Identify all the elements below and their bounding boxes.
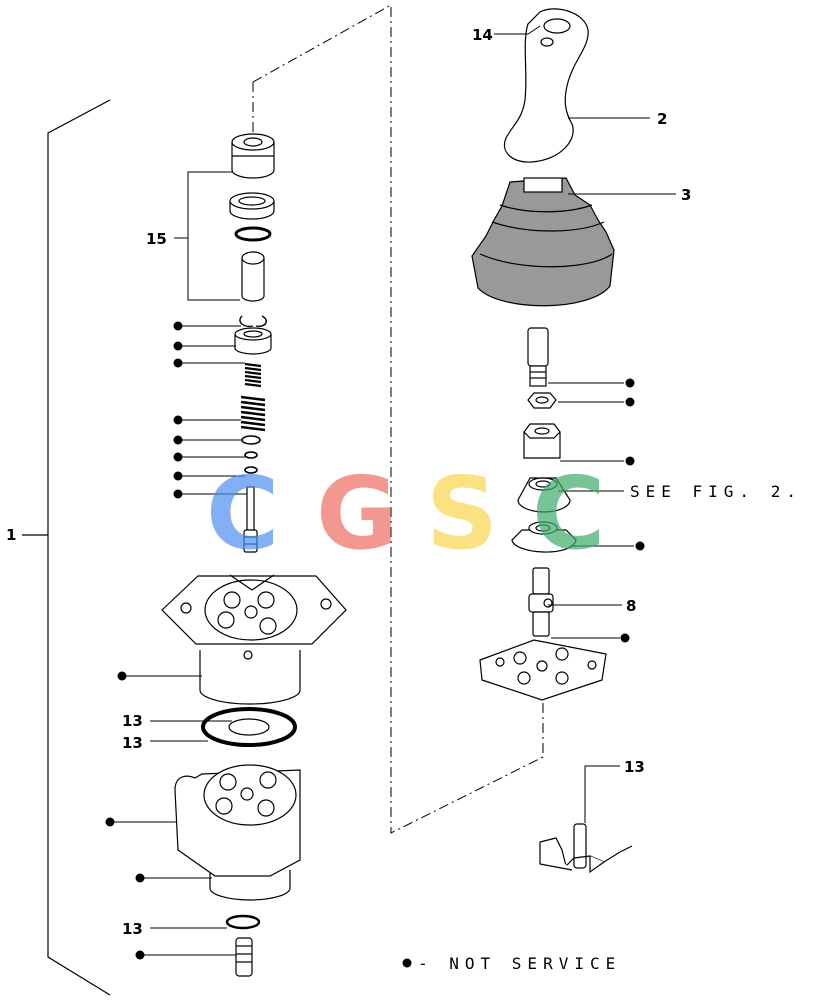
callout-13-a: 13 (122, 712, 143, 730)
valve-body-part (174, 764, 301, 901)
not-service-bullets (105, 321, 645, 960)
bracket-15 (174, 171, 240, 301)
fitting-part (235, 937, 253, 977)
spring-seat-part (234, 327, 272, 355)
coupler-part (523, 423, 561, 459)
small-spring-part (244, 362, 262, 388)
universal-joint-part (528, 567, 554, 637)
watermark-letter-2: G (316, 455, 398, 572)
threaded-pin-part (527, 327, 549, 387)
callout-15: 15 (146, 230, 167, 248)
centerline-dash (252, 4, 544, 834)
pin-tool-part (539, 823, 633, 874)
top-cap-part (231, 133, 275, 179)
seal-ring-part (229, 192, 275, 220)
callout-13-d: 13 (122, 920, 143, 938)
plunger-part (241, 251, 265, 302)
plate-cone-part (511, 521, 577, 553)
valve-plate-part (161, 574, 347, 705)
callout-2: 2 (657, 110, 667, 128)
watermark-letter-1: C (206, 455, 279, 572)
cam-cone-part (517, 477, 571, 513)
watermark-letter-3: S (426, 455, 498, 572)
push-rod-part (243, 486, 258, 553)
joystick-handle-part (503, 8, 589, 163)
callout-14: 14 (472, 26, 493, 44)
callout-1: 1 (6, 526, 16, 544)
assembly-bracket (22, 99, 111, 996)
callout-13-b: 13 (122, 734, 143, 752)
mounting-plate-part (479, 639, 607, 701)
inner-ring-part (228, 718, 270, 736)
callout-8: 8 (626, 597, 636, 615)
clip-part (239, 315, 267, 328)
callout-3: 3 (681, 186, 691, 204)
callout-13-c: 13 (624, 758, 645, 776)
o-ring-part (234, 226, 272, 242)
cgsc-watermark: C G S C (206, 455, 605, 572)
leader-lines (110, 25, 676, 956)
watermark-letter-4: C (532, 455, 605, 572)
large-spring-part (240, 395, 266, 432)
legend-bullet (402, 958, 412, 968)
rubber-boot-part (471, 177, 615, 307)
big-o-ring-part (201, 707, 297, 747)
see-fig-note: SEE FIG. 2. (630, 482, 802, 501)
not-service-legend: - NOT SERVICE (418, 954, 621, 973)
small-o-ring-part (225, 914, 261, 930)
nut-part (527, 392, 557, 409)
